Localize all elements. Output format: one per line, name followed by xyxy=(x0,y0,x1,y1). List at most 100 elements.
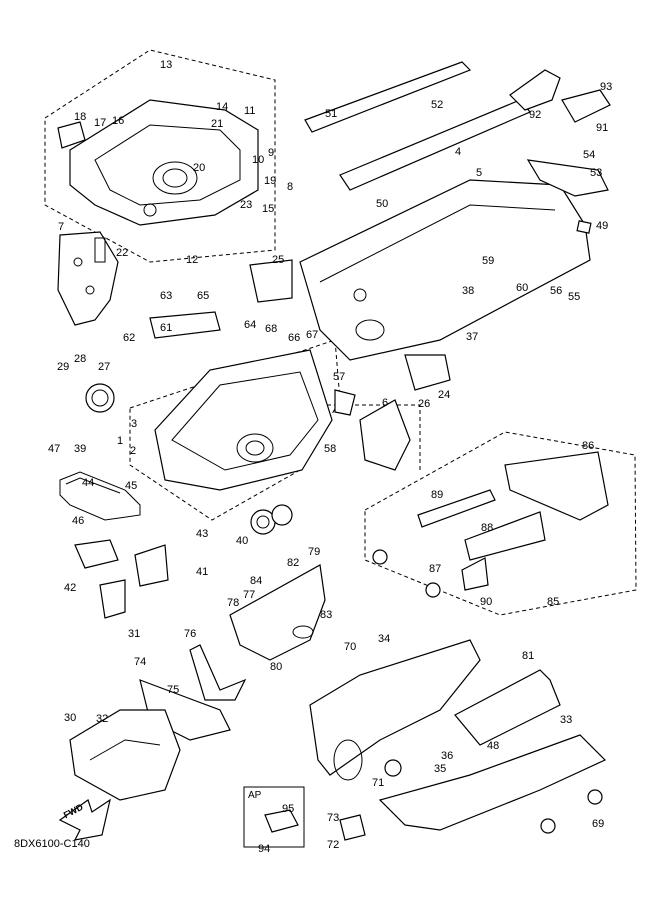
handle-assembly xyxy=(59,471,169,619)
ap-box xyxy=(243,786,305,848)
callout-74: 74 xyxy=(134,656,146,668)
callout-86: 86 xyxy=(582,440,594,452)
callout-33: 33 xyxy=(560,714,572,726)
callout-62: 62 xyxy=(123,332,135,344)
callout-46: 46 xyxy=(72,515,84,527)
callout-23: 23 xyxy=(240,199,252,211)
callout-78: 78 xyxy=(227,597,239,609)
callout-1: 1 xyxy=(117,435,123,447)
callout-90: 90 xyxy=(480,596,492,608)
callout-7: 7 xyxy=(58,221,64,233)
callout-41: 41 xyxy=(196,566,208,578)
callout-32: 32 xyxy=(96,713,108,725)
callout-94: 94 xyxy=(258,843,270,855)
callout-3: 3 xyxy=(131,418,137,430)
callout-55: 55 xyxy=(568,291,580,303)
callout-45: 45 xyxy=(125,480,137,492)
ap-label: AP xyxy=(248,790,262,801)
callout-68: 68 xyxy=(265,323,277,335)
callout-61: 61 xyxy=(160,322,172,334)
tunnel-assembly xyxy=(249,61,611,391)
callout-83: 83 xyxy=(320,609,332,621)
callout-12: 12 xyxy=(186,254,198,266)
callout-63: 63 xyxy=(160,290,172,302)
callout-39: 39 xyxy=(74,443,86,455)
callout-2: 2 xyxy=(130,445,136,457)
callout-58: 58 xyxy=(324,443,336,455)
callout-65: 65 xyxy=(197,290,209,302)
lower-covers xyxy=(69,564,607,841)
callout-82: 82 xyxy=(287,557,299,569)
callout-11: 11 xyxy=(244,105,255,117)
callout-56: 56 xyxy=(550,285,562,297)
callout-95: 95 xyxy=(282,803,294,815)
callout-40: 40 xyxy=(236,535,248,547)
callout-5: 5 xyxy=(476,167,482,179)
callout-31: 31 xyxy=(128,628,140,640)
callout-69: 69 xyxy=(592,818,604,830)
callout-20: 20 xyxy=(193,162,205,174)
group-outlines xyxy=(44,49,637,616)
diagram-code: 8DX6100-C140 xyxy=(14,838,90,850)
callout-8: 8 xyxy=(287,181,293,193)
callout-48: 48 xyxy=(487,740,499,752)
callout-6: 6 xyxy=(382,397,388,409)
center-frame-assembly xyxy=(85,311,411,535)
callout-26: 26 xyxy=(418,398,430,410)
callout-76: 76 xyxy=(184,628,196,640)
callout-85: 85 xyxy=(547,596,559,608)
callout-44: 44 xyxy=(82,477,94,489)
callout-25: 25 xyxy=(272,254,284,266)
callout-37: 37 xyxy=(466,331,478,343)
callout-15: 15 xyxy=(262,203,274,215)
callout-4: 4 xyxy=(455,146,461,158)
callout-51: 51 xyxy=(325,108,337,120)
callout-14: 14 xyxy=(216,101,228,113)
callout-70: 70 xyxy=(344,641,356,653)
callout-50: 50 xyxy=(376,198,388,210)
callout-73: 73 xyxy=(327,812,339,824)
callout-87: 87 xyxy=(429,563,441,575)
callout-27: 27 xyxy=(98,361,110,373)
side-panels xyxy=(372,451,609,598)
callout-81: 81 xyxy=(522,650,534,662)
callout-19: 19 xyxy=(264,175,276,187)
callout-91: 91 xyxy=(596,122,608,134)
callout-labels: 1 2 3 4 5 6 7 8 9 10 11 12 13 14 15 16 1… xyxy=(48,59,612,855)
callout-17: 17 xyxy=(94,117,106,129)
callout-28: 28 xyxy=(74,353,86,365)
callout-92: 92 xyxy=(529,109,541,121)
callout-88: 88 xyxy=(481,522,493,534)
callout-84: 84 xyxy=(250,575,262,587)
callout-66: 66 xyxy=(288,332,300,344)
callout-53: 53 xyxy=(590,167,602,179)
callout-9: 9 xyxy=(268,147,274,159)
callout-22: 22 xyxy=(116,247,128,259)
callout-18: 18 xyxy=(74,111,86,123)
callout-47: 47 xyxy=(48,443,60,455)
callout-71: 71 xyxy=(372,777,384,789)
callout-36: 36 xyxy=(441,750,453,762)
callout-64: 64 xyxy=(244,319,256,331)
fwd-arrow-icon xyxy=(58,798,111,841)
callout-24: 24 xyxy=(438,389,450,401)
callout-42: 42 xyxy=(64,582,76,594)
callout-43: 43 xyxy=(196,528,208,540)
callout-49: 49 xyxy=(596,220,608,232)
callout-57: 57 xyxy=(333,371,345,383)
callout-67: 67 xyxy=(306,329,318,341)
callout-79: 79 xyxy=(308,546,320,558)
callout-52: 52 xyxy=(431,99,443,111)
callout-34: 34 xyxy=(378,633,390,645)
callout-89: 89 xyxy=(431,489,443,501)
callout-75: 75 xyxy=(167,684,179,696)
callout-77: 77 xyxy=(243,589,255,601)
steering-frame-assembly xyxy=(57,99,259,326)
callout-13: 13 xyxy=(160,59,172,71)
callout-30: 30 xyxy=(64,712,76,724)
callout-93: 93 xyxy=(600,81,612,93)
callout-21: 21 xyxy=(211,118,223,130)
callout-10: 10 xyxy=(252,154,264,166)
callout-54: 54 xyxy=(583,149,595,161)
